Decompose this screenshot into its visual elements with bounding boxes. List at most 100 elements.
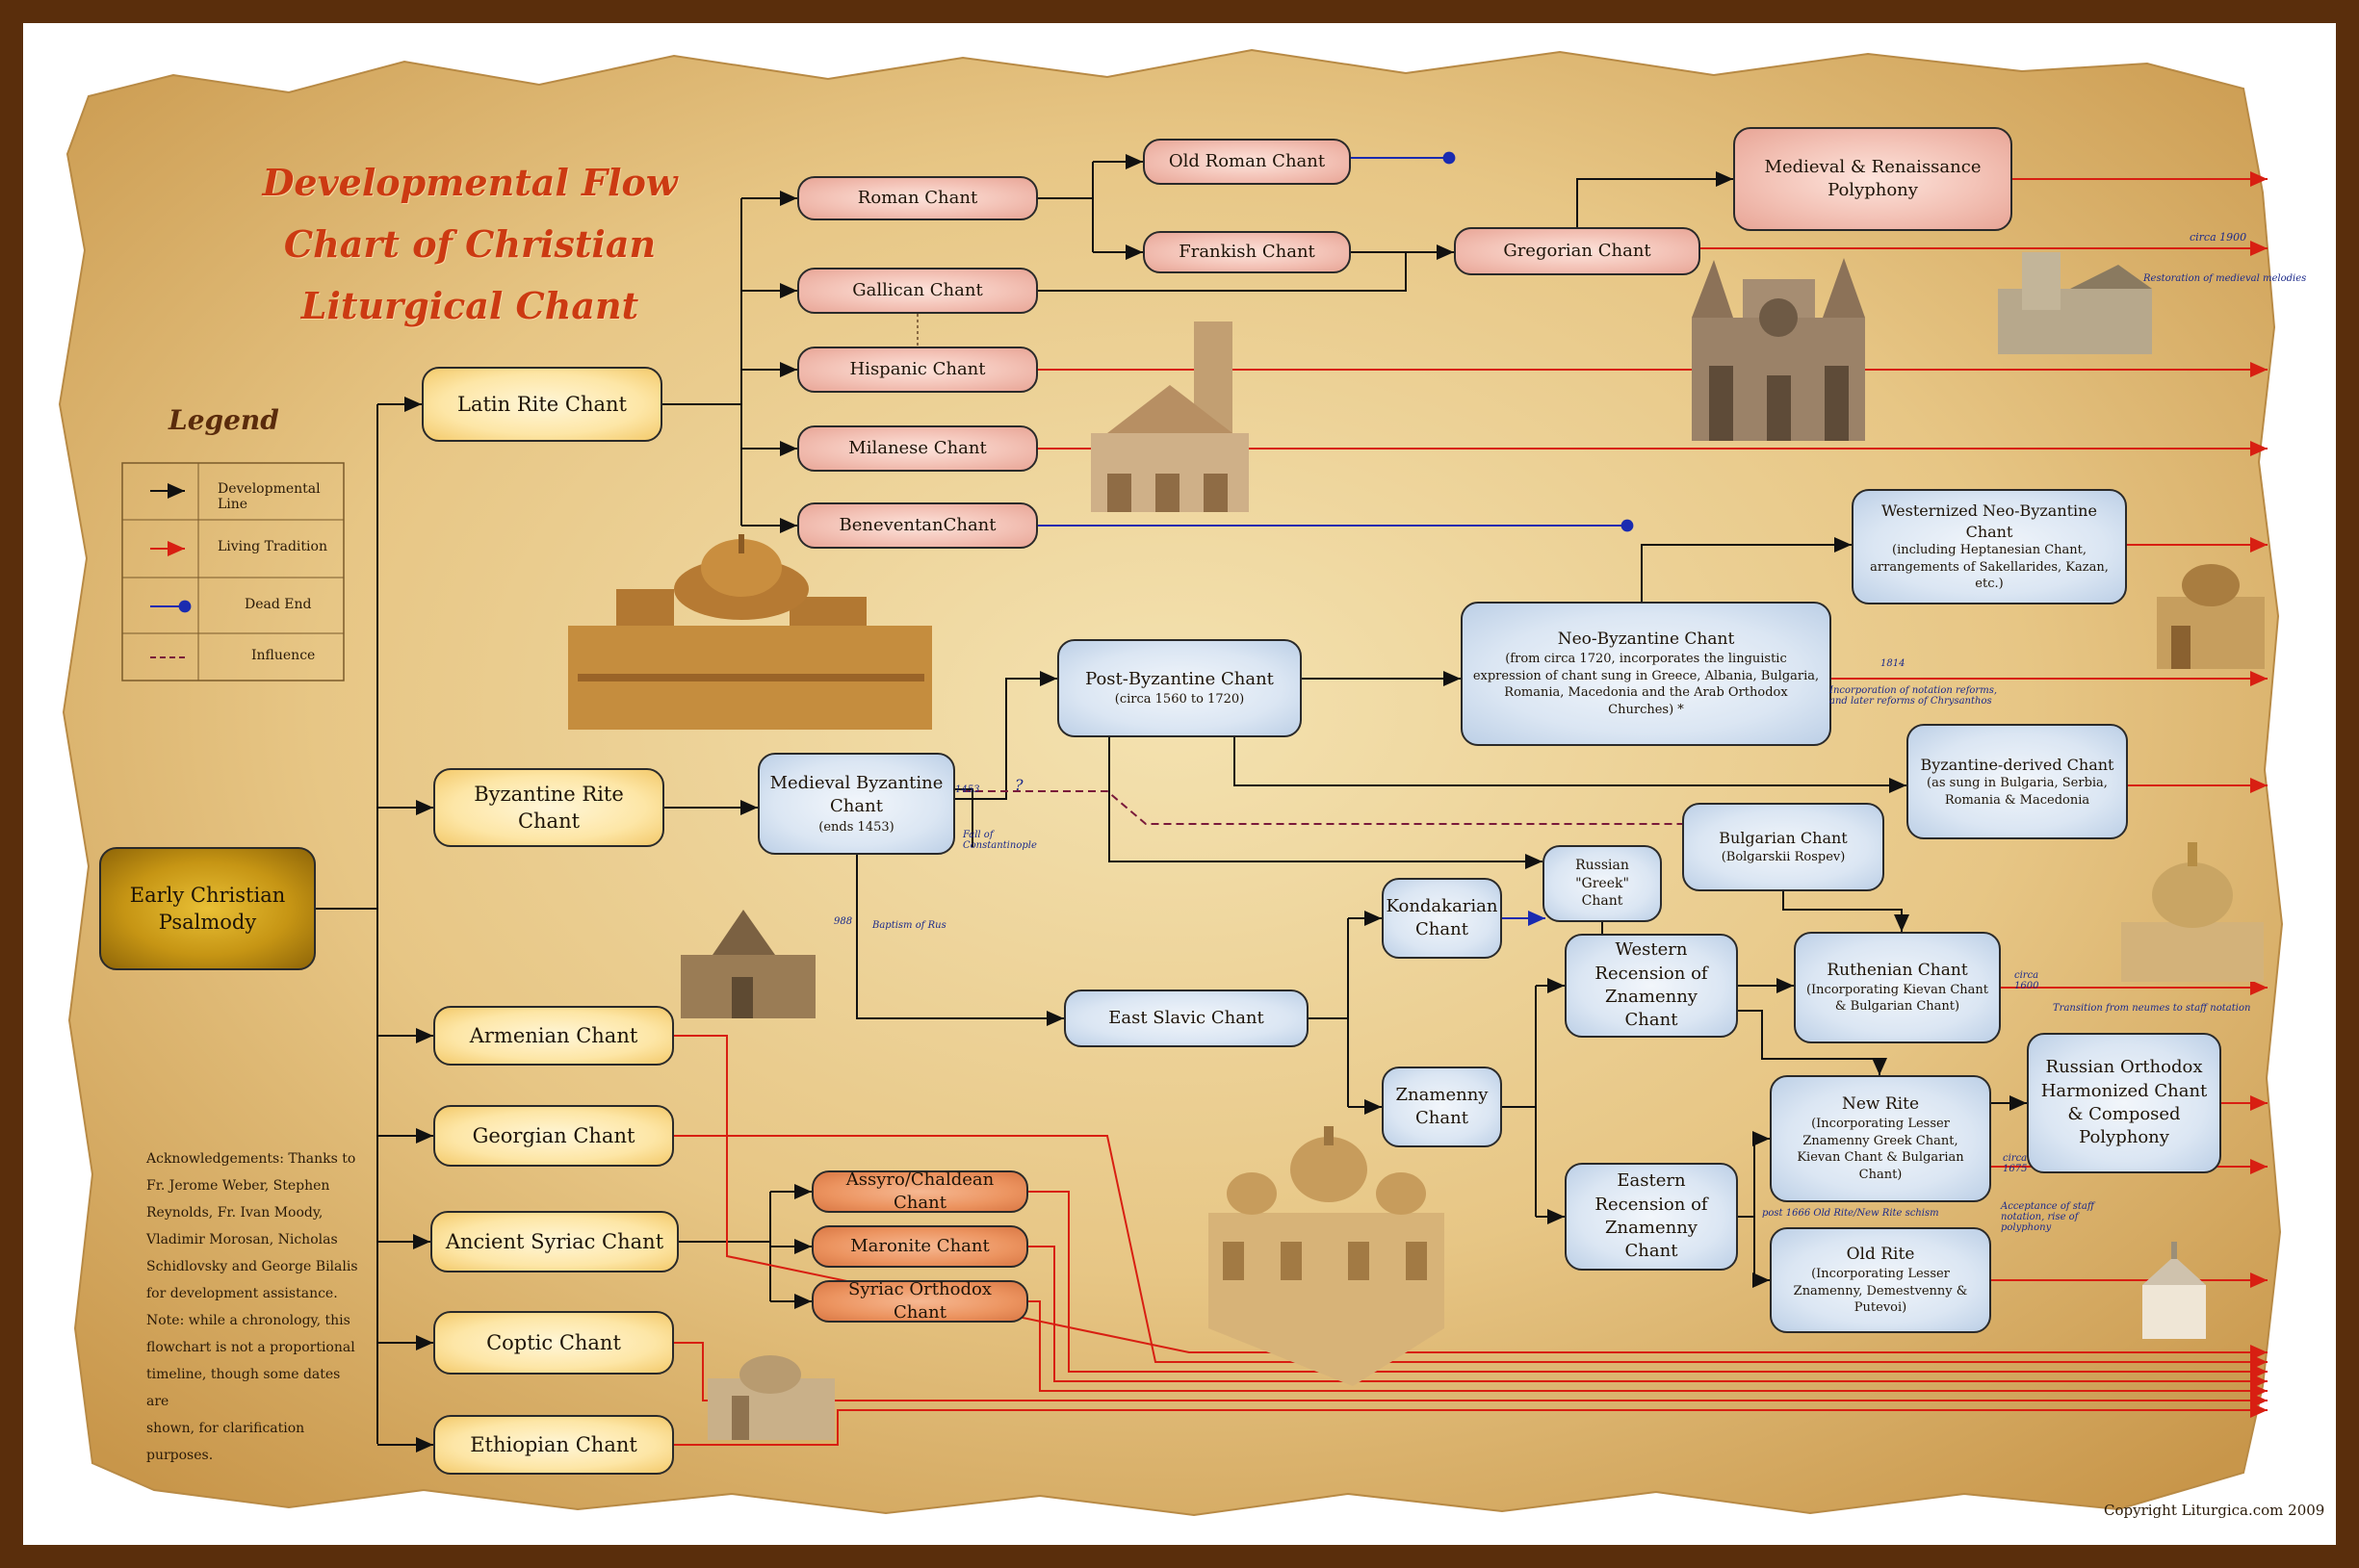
node-byzantine-rite[interactable]: Byzantine Rite Chant <box>433 768 664 847</box>
legend-living-label: Living Tradition <box>218 539 327 554</box>
legend-box: Developmental Line Living Tradition Dead… <box>121 462 345 681</box>
annotation-1453: 1453 <box>955 784 980 795</box>
ack-line: Reynolds, Fr. Ivan Moody, <box>146 1205 324 1221</box>
node-latin-rite[interactable]: Latin Rite Chant <box>422 367 662 442</box>
ack-line: Note: while a chronology, this <box>146 1313 350 1328</box>
title-line-2: Chart of Christian <box>283 222 657 266</box>
medieval-down <box>856 855 1064 1026</box>
ack-line: for development assistance. <box>146 1286 338 1301</box>
armenian-living <box>674 1035 2268 1360</box>
node-ethiopian[interactable]: Ethiopian Chant <box>433 1415 674 1475</box>
legend-dead-label: Dead End <box>245 597 312 612</box>
kiev-cathedral-picture <box>1208 1126 1444 1386</box>
ack-line: Acknowledgements: Thanks to <box>146 1151 356 1167</box>
chart-title: Developmental Flow Chart of Christian Li… <box>220 152 720 337</box>
node-roman[interactable]: Roman Chant <box>797 176 1038 220</box>
georgian-living <box>674 1135 2268 1370</box>
armenian-church-picture <box>681 910 816 1018</box>
annotation-baptism-rus: Baptism of Rus <box>872 920 946 931</box>
influence-bulgarian <box>963 790 1682 825</box>
node-gregorian[interactable]: Gregorian Chant <box>1454 227 1700 275</box>
ack-line: Vladimir Morosan, Nicholas <box>146 1232 338 1247</box>
node-milanese[interactable]: Milanese Chant <box>797 425 1038 472</box>
annotation-1814: 1814 <box>1880 658 1905 669</box>
annotation-circa-1675: circa 1675 <box>2003 1153 2028 1174</box>
node-polyphony[interactable]: Medieval & Renaissance Polyphony <box>1733 127 2012 231</box>
annotation-circa-1900: circa 1900 <box>2190 231 2247 244</box>
node-maronite[interactable]: Maronite Chant <box>812 1225 1028 1268</box>
gregorian-to-polyphony <box>1576 171 1733 227</box>
node-eastern-recension[interactable]: Eastern Recension of Znamenny Chant <box>1565 1163 1738 1271</box>
node-old-roman[interactable]: Old Roman Chant <box>1143 139 1351 185</box>
ack-line: timeline, though some dates are <box>146 1367 341 1409</box>
medieval-to-post <box>955 671 1057 800</box>
annotation-staff-notation: Acceptance of staff notation, rise of po… <box>2001 1201 2094 1233</box>
cathedral-dome-picture <box>2121 842 2264 982</box>
ethiopian-living <box>674 1402 2268 1446</box>
node-neo-byzantine[interactable]: Neo-Byzantine Chant(from circa 1720, inc… <box>1461 602 1831 746</box>
node-coptic[interactable]: Coptic Chant <box>433 1311 674 1375</box>
acknowledgements: Acknowledgements: Thanks to Fr. Jerome W… <box>146 1145 360 1469</box>
node-ruthenian[interactable]: Ruthenian Chant(Incorporating Kievan Cha… <box>1794 932 2001 1043</box>
legend-developmental-label: Developmental Line <box>218 481 321 512</box>
annotation-circa-1600: circa 1600 <box>2014 970 2039 991</box>
node-post-byzantine[interactable]: Post-Byzantine Chant(circa 1560 to 1720) <box>1057 639 1302 737</box>
node-frankish[interactable]: Frankish Chant <box>1143 231 1351 273</box>
greek-church-picture <box>2157 564 2265 669</box>
node-early-christian-psalmody[interactable]: Early Christian Psalmody <box>99 847 316 970</box>
cathedral-picture <box>1692 258 1865 441</box>
title-line-3: Liturgical Chant <box>300 284 639 327</box>
coptic-monastery-picture <box>708 1355 835 1440</box>
annotation-schism: post 1666 Old Rite/New Rite schism <box>1762 1208 1939 1219</box>
syriac-orthodox-living <box>1028 1300 2268 1399</box>
node-medieval-byzantine[interactable]: Medieval Byzantine Chant(ends 1453) <box>758 753 955 855</box>
post-to-russian-greek <box>1108 737 1542 869</box>
western-to-new <box>1738 1010 1887 1075</box>
hagia-sophia-picture <box>568 534 932 730</box>
node-western-recension[interactable]: Western Recension of Znamenny Chant <box>1565 934 1738 1038</box>
legend-title: Legend <box>168 404 279 436</box>
node-gallican[interactable]: Gallican Chant <box>797 268 1038 314</box>
fall-living <box>955 788 973 847</box>
annotation-transition: Transition from neumes to staff notation <box>2053 1003 2251 1014</box>
node-znamenny[interactable]: Znamenny Chant <box>1382 1067 1502 1147</box>
neo-to-western <box>1641 537 1852 602</box>
annotation-fall-constantinople: Fall of Constantinople <box>963 830 1037 851</box>
node-assyro-chaldean[interactable]: Assyro/Chaldean Chant <box>812 1170 1028 1213</box>
node-bulgarian[interactable]: Bulgarian Chant(Bolgarskii Rospev) <box>1682 803 1884 891</box>
node-russian-orthodox[interactable]: Russian Orthodox Harmonized Chant & Comp… <box>2027 1033 2221 1173</box>
gallican-to-gregorian <box>1038 252 1407 292</box>
ack-line: Schidlovsky and George Bilalis <box>146 1259 358 1274</box>
node-old-rite[interactable]: Old Rite(Incorporating Lesser Znamenny, … <box>1770 1227 1991 1333</box>
node-westernized-neo-byzantine[interactable]: Westernized Neo-Byzantine Chant(includin… <box>1852 489 2127 604</box>
legend-swatches <box>121 462 345 681</box>
ack-line: flowchart is not a proportional <box>146 1340 355 1355</box>
ack-line: Fr. Jerome Weber, Stephen <box>146 1178 330 1194</box>
church-picture-top-right <box>1998 252 2152 354</box>
node-east-slavic[interactable]: East Slavic Chant <box>1064 990 1309 1047</box>
node-armenian[interactable]: Armenian Chant <box>433 1006 674 1066</box>
ack-line: shown, for clarification purposes. <box>146 1421 305 1463</box>
node-kondakarian[interactable]: Kondakarian Chant <box>1382 878 1502 959</box>
post-to-derived <box>1233 737 1906 793</box>
basilica-picture <box>1091 321 1249 512</box>
title-line-1: Developmental Flow <box>262 161 678 204</box>
bulgarian-to-ruthenian <box>1782 891 1909 932</box>
copyright: Copyright Liturgica.com 2009 <box>2104 1502 2325 1519</box>
annotation-988: 988 <box>834 916 853 927</box>
assyro-living <box>1028 1191 2268 1379</box>
annotation-question: ? <box>1015 776 1024 794</box>
node-beneventan[interactable]: BeneventanChant <box>797 502 1038 549</box>
node-ancient-syriac[interactable]: Ancient Syriac Chant <box>430 1211 679 1272</box>
legend-influence-label: Influence <box>251 648 316 663</box>
coptic-living <box>674 1342 2268 1408</box>
node-new-rite[interactable]: New Rite(Incorporating Lesser Znamenny G… <box>1770 1075 1991 1202</box>
chapel-picture-bottom-right <box>2142 1242 2206 1339</box>
node-russian-greek[interactable]: Russian "Greek" Chant <box>1542 845 1662 922</box>
annotation-notation-reform: Incorporation of notation reforms, and l… <box>1829 685 1998 707</box>
node-hispanic[interactable]: Hispanic Chant <box>797 347 1038 393</box>
node-byzantine-derived[interactable]: Byzantine-derived Chant(as sung in Bulga… <box>1906 724 2128 839</box>
node-syriac-orthodox[interactable]: Syriac Orthodox Chant <box>812 1279 1028 1323</box>
node-georgian[interactable]: Georgian Chant <box>433 1105 674 1167</box>
annotation-restoration: Restoration of medieval melodies <box>2143 273 2307 284</box>
